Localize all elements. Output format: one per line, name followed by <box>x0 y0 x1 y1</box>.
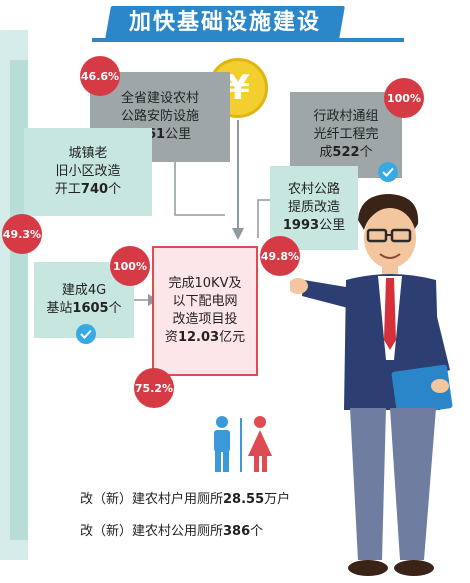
card-number: 12.03 <box>177 330 220 345</box>
stat-household-toilet: 改（新）建农村户用厕所28.55万户 <box>80 488 290 507</box>
card-text: 完成10KV及 <box>168 276 242 291</box>
card-unit: 公里 <box>165 127 192 142</box>
card-number: 740 <box>80 182 109 197</box>
stat-unit: 个 <box>250 524 264 539</box>
businessman-illustration <box>290 194 453 576</box>
card-text: 开工 <box>54 182 81 197</box>
card-unit: 亿元 <box>219 330 246 345</box>
percent-badge: 100% <box>384 78 424 118</box>
card-text: 旧小区改造 <box>55 164 121 179</box>
page-title: 加快基础设施建设 <box>128 10 321 35</box>
percent-badge: 46.6% <box>80 56 120 96</box>
check-icon <box>76 324 96 344</box>
card-text: 基站 <box>46 301 73 316</box>
card-power-grid: 完成10KV及 以下配电网 改造项目投 资12.03亿元 <box>152 246 258 376</box>
card-unit: 公里 <box>319 218 346 233</box>
card-number: 1993 <box>282 218 320 233</box>
stat-text: 改（新）建农村公用厕所 <box>80 524 224 539</box>
card-text: 改造项目投 <box>172 312 238 327</box>
stat-number: 28.55 <box>223 492 265 507</box>
card-text: 建成4G <box>61 283 107 298</box>
card-unit: 个 <box>108 182 122 197</box>
female-icon <box>248 416 272 472</box>
card-oldtown-renovation: 城镇老 旧小区改造 开工740个 <box>24 128 152 216</box>
card-unit: 个 <box>108 301 122 316</box>
percent-badge: 75.2% <box>134 368 174 408</box>
male-icon <box>214 416 230 472</box>
card-text: 行政村通组 <box>313 109 379 124</box>
stat-text: 改（新）建农村户用厕所 <box>80 492 224 507</box>
percent-badge: 49.3% <box>2 214 42 254</box>
card-text: 提质改造 <box>287 200 340 215</box>
stat-number: 386 <box>223 524 251 539</box>
card-text: 农村公路 <box>287 182 340 197</box>
percent-badge: 100% <box>110 246 150 286</box>
stat-unit: 万户 <box>264 492 291 507</box>
check-icon <box>378 162 398 182</box>
card-number: 1605 <box>72 301 109 316</box>
restroom-icons <box>214 416 272 472</box>
card-text: 公路安防设施 <box>120 109 199 124</box>
card-unit: 个 <box>359 145 373 160</box>
card-text: 城镇老 <box>68 146 108 161</box>
card-text: 全省建设农村 <box>120 91 199 106</box>
card-text: 以下配电网 <box>172 294 238 309</box>
percent-badge: 49.8% <box>260 236 300 276</box>
card-text: 光纤工程完 <box>313 127 379 142</box>
card-text: 成 <box>319 145 333 160</box>
card-number: 522 <box>332 145 360 160</box>
stat-public-toilet: 改（新）建农村公用厕所386个 <box>80 520 263 539</box>
title-underline <box>92 38 404 42</box>
decorative-band-inner <box>10 60 28 540</box>
card-text: 资 <box>164 330 178 345</box>
